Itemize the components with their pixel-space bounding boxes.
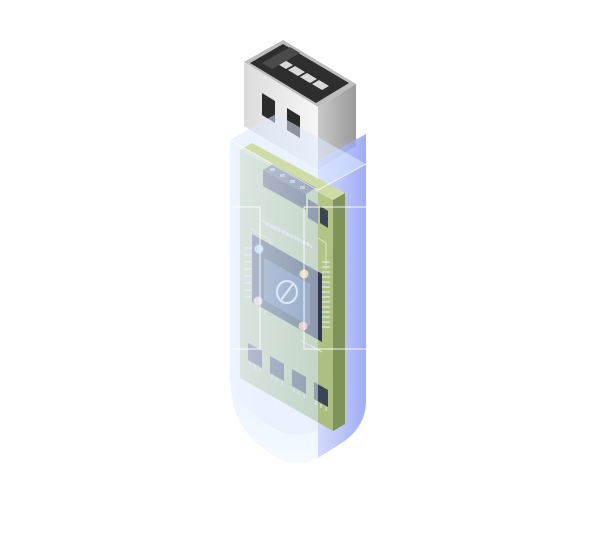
casing-front-face (230, 140, 318, 464)
casing-front (229, 139, 367, 464)
guide-lines (232, 206, 374, 350)
connector-pin (288, 66, 305, 76)
pcb-edge (333, 193, 345, 431)
guide-box-left (232, 206, 261, 350)
pcb-top-edge (240, 143, 345, 200)
casing-highlight (229, 139, 367, 191)
chip-pins-right (322, 261, 330, 328)
connector-pin (300, 73, 317, 83)
trace (317, 237, 327, 270)
casing-top-face (230, 114, 366, 190)
connector-pin (312, 80, 329, 90)
guide-box-right (303, 206, 374, 350)
connector-hole-left (262, 93, 275, 123)
casing-bottom-glow (232, 380, 318, 464)
connector-tongue (262, 47, 300, 69)
small-component (320, 206, 328, 228)
